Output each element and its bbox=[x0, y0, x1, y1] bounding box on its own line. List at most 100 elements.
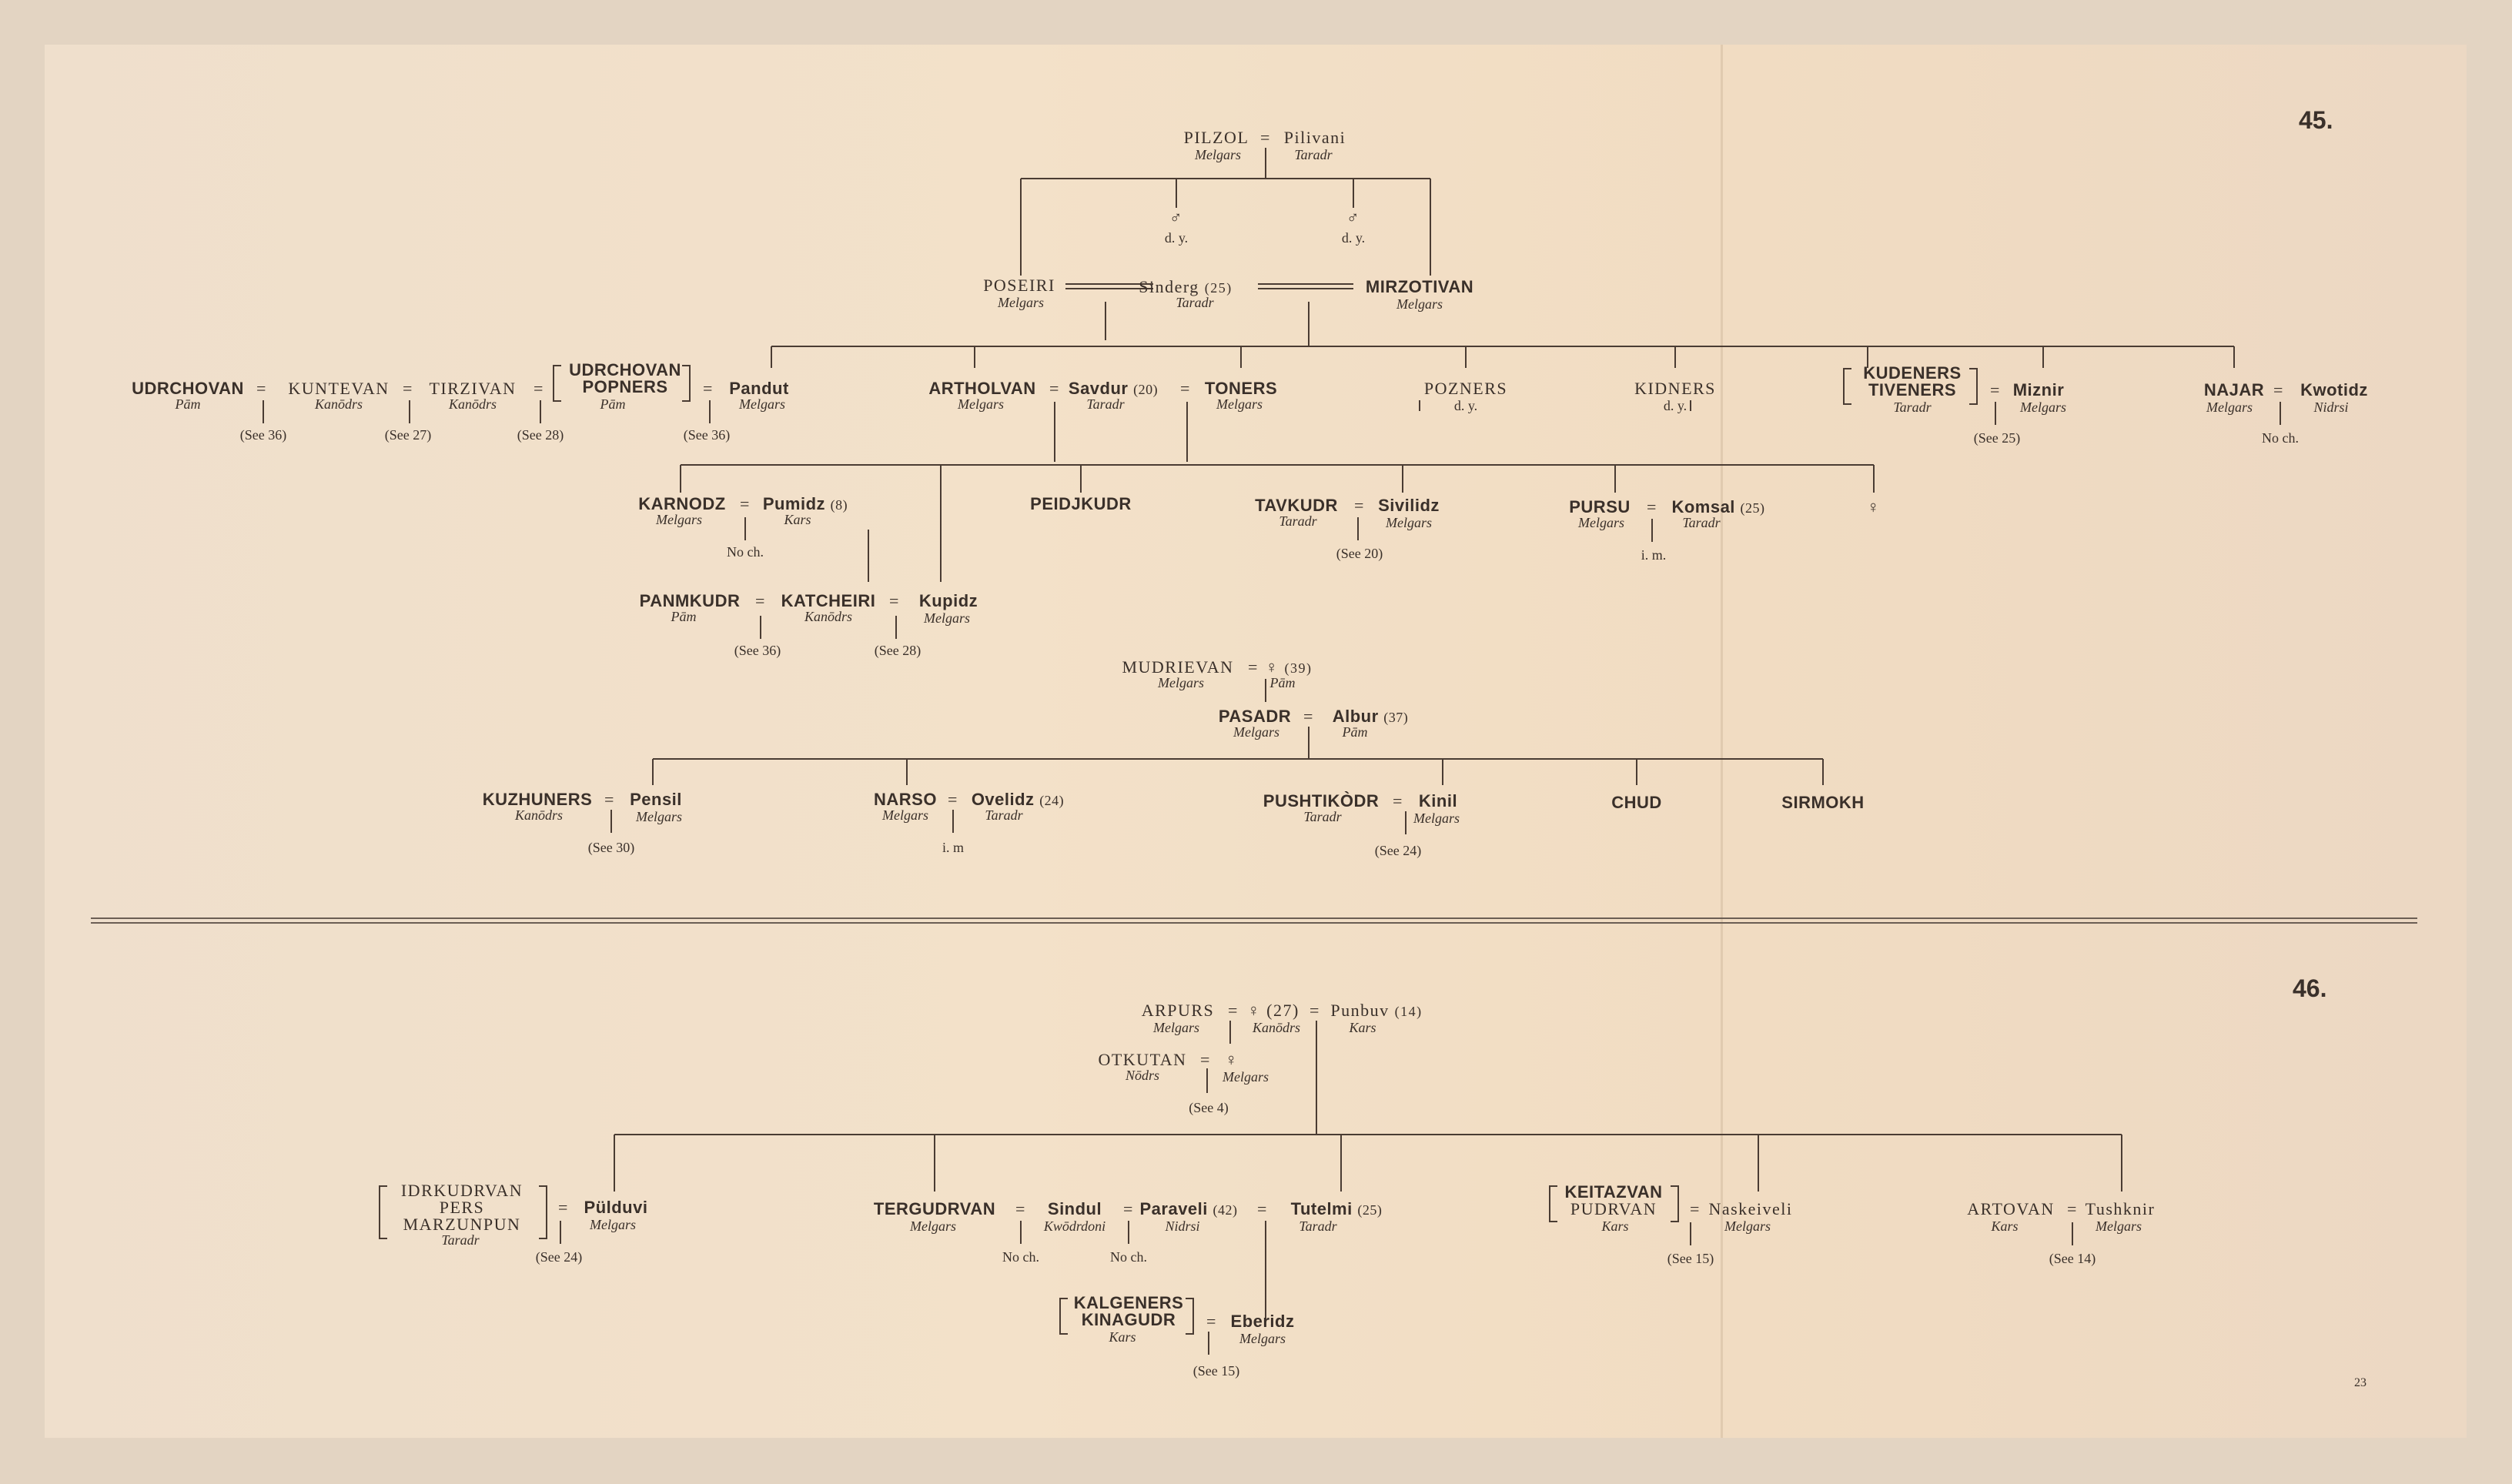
marriage-sign: = bbox=[1690, 1199, 1701, 1218]
person-karnodz: KARNODZ bbox=[638, 494, 726, 513]
female-symbol: ♀ bbox=[1867, 497, 1881, 516]
person-katcheiri: KATCHEIRI bbox=[781, 591, 876, 610]
person-tavkudr: TAVKUDR bbox=[1255, 496, 1338, 515]
person-artholvan: ARTHOLVAN bbox=[928, 379, 1036, 398]
marriage-sign: = bbox=[889, 591, 900, 610]
person-toners: TONERS bbox=[1204, 379, 1278, 398]
male-symbol: ♂ bbox=[1169, 208, 1183, 227]
clan-label: Kanōdrs bbox=[314, 396, 363, 412]
person-kidners: KIDNERS bbox=[1634, 379, 1716, 398]
person-tirzivan: TIRZIVAN bbox=[429, 379, 517, 398]
person-pursu: PURSU bbox=[1569, 497, 1631, 516]
section-divider-2 bbox=[91, 922, 2417, 924]
clan-label: Kars bbox=[1601, 1218, 1629, 1234]
marriage-sign: = bbox=[1200, 1050, 1211, 1069]
person-poseiri: POSEIRI bbox=[983, 276, 1055, 295]
person-pilzol: PILZOL bbox=[1183, 128, 1249, 147]
marriage-sign: = bbox=[604, 790, 615, 809]
plate-number-46: 46. bbox=[2293, 974, 2327, 1002]
person-pumidz: Pumidz (8) bbox=[762, 494, 848, 513]
see-reference: (See 36) bbox=[239, 427, 287, 443]
clan-label: Melgars bbox=[1195, 147, 1241, 162]
person-kuntevan: KUNTEVAN bbox=[288, 379, 390, 398]
clan-label: Melgars bbox=[656, 512, 702, 527]
clan-label: Melgars bbox=[958, 396, 1004, 412]
person-pasadr: PASADR bbox=[1218, 707, 1292, 726]
person-sindul: Sindul bbox=[1047, 1199, 1102, 1218]
person-sinderg: Sinderg (25) bbox=[1139, 277, 1233, 296]
clan-label: Melgars bbox=[2020, 399, 2066, 415]
clan-label: Melgars bbox=[1158, 675, 1204, 690]
died-young-note: d. y. bbox=[1663, 398, 1687, 413]
bracket-left bbox=[1059, 1298, 1068, 1335]
clan-label: Melgars bbox=[1233, 724, 1279, 740]
page-fold-crease bbox=[1721, 45, 1723, 1438]
marriage-sign: = bbox=[703, 379, 714, 398]
bracket-left bbox=[379, 1185, 387, 1239]
person-savdur: Savdur (20) bbox=[1068, 379, 1159, 398]
bracket-right bbox=[1969, 368, 1978, 405]
marriage-sign: = bbox=[558, 1198, 569, 1217]
person-artovan: ARTOVAN bbox=[1967, 1199, 2055, 1218]
marriage-sign: = bbox=[1354, 496, 1365, 515]
person-kinil: Kinil bbox=[1418, 791, 1458, 811]
marriage-sign: = bbox=[1260, 128, 1271, 147]
section-divider bbox=[91, 917, 2417, 919]
see-reference: (See 15) bbox=[1192, 1363, 1240, 1379]
clan-label: Kars bbox=[1109, 1329, 1136, 1345]
person-keitazvan: KEITAZVAN bbox=[1564, 1182, 1663, 1202]
person-pensil: Pensil bbox=[630, 790, 682, 809]
clan-label: Melgars bbox=[1578, 515, 1624, 530]
person-tushknir: Tushknir bbox=[2085, 1199, 2156, 1218]
bracket-right bbox=[1186, 1298, 1194, 1335]
person-pudrvan: PUDRVAN bbox=[1570, 1199, 1657, 1218]
bracket-right bbox=[682, 365, 691, 402]
clan-label: Nidrsi bbox=[1165, 1218, 1200, 1234]
marriage-sign: = bbox=[755, 591, 766, 610]
bracket-left bbox=[1843, 368, 1851, 405]
marriage-sign: = bbox=[1990, 380, 2001, 399]
clan-label: Melgars bbox=[739, 396, 785, 412]
clan-label: Melgars bbox=[590, 1217, 636, 1232]
person-otkutan: OTKUTAN bbox=[1098, 1050, 1187, 1069]
person-mirzotivan: MIRZOTIVAN bbox=[1365, 277, 1474, 296]
see-reference: (See 36) bbox=[734, 643, 781, 658]
clan-label: Melgars bbox=[1216, 396, 1263, 412]
clan-label: Taradr bbox=[1893, 399, 1932, 415]
person-pers: PERS bbox=[439, 1198, 485, 1217]
clan-label: Kanōdrs bbox=[804, 609, 853, 624]
person-kwotidz: Kwotidz bbox=[2300, 380, 2368, 399]
female-symbol: ♀ bbox=[1225, 1050, 1239, 1069]
person-najar: NAJAR bbox=[2203, 380, 2265, 399]
clan-label: Melgars bbox=[1153, 1020, 1199, 1035]
clan-label: Taradr bbox=[1303, 809, 1342, 824]
marriage-sign: = bbox=[948, 790, 958, 809]
person-kinagudr: KINAGUDR bbox=[1081, 1310, 1176, 1329]
see-reference: (See 20) bbox=[1336, 546, 1383, 561]
person-kudeners: KUDENERS bbox=[1863, 363, 1962, 383]
clan-label: Melgars bbox=[1386, 515, 1432, 530]
no-children-note: No ch. bbox=[1110, 1249, 1147, 1265]
person-paraveli: Paraveli (42) bbox=[1139, 1199, 1238, 1218]
no-children-note: No ch. bbox=[2262, 430, 2299, 446]
clan-label: Taradr bbox=[1299, 1218, 1337, 1234]
clan-label: Melgars bbox=[2206, 399, 2253, 415]
clan-label: Pām bbox=[1342, 724, 1368, 740]
clan-label: Pām bbox=[1269, 675, 1296, 690]
marriage-sign: = bbox=[1647, 497, 1657, 516]
clan-label: Kanōdrs bbox=[1252, 1020, 1301, 1035]
clan-label: Taradr bbox=[985, 807, 1023, 823]
marriage-sign: = bbox=[2067, 1199, 2078, 1218]
clan-label: Melgars bbox=[924, 610, 970, 626]
issue-male-note: i. m. bbox=[1641, 547, 1667, 563]
see-reference: (See 36) bbox=[683, 427, 731, 443]
clan-label: Taradr bbox=[1682, 515, 1721, 530]
see-reference: (See 30) bbox=[587, 840, 635, 855]
clan-label: Melgars bbox=[1239, 1331, 1286, 1346]
bracket-right bbox=[539, 1185, 547, 1239]
see-reference: (See 28) bbox=[517, 427, 564, 443]
person-kupidz: Kupidz bbox=[918, 591, 978, 610]
person-mudrievan: MUDRIEVAN bbox=[1122, 657, 1234, 677]
clan-label: Melgars bbox=[2096, 1218, 2142, 1234]
